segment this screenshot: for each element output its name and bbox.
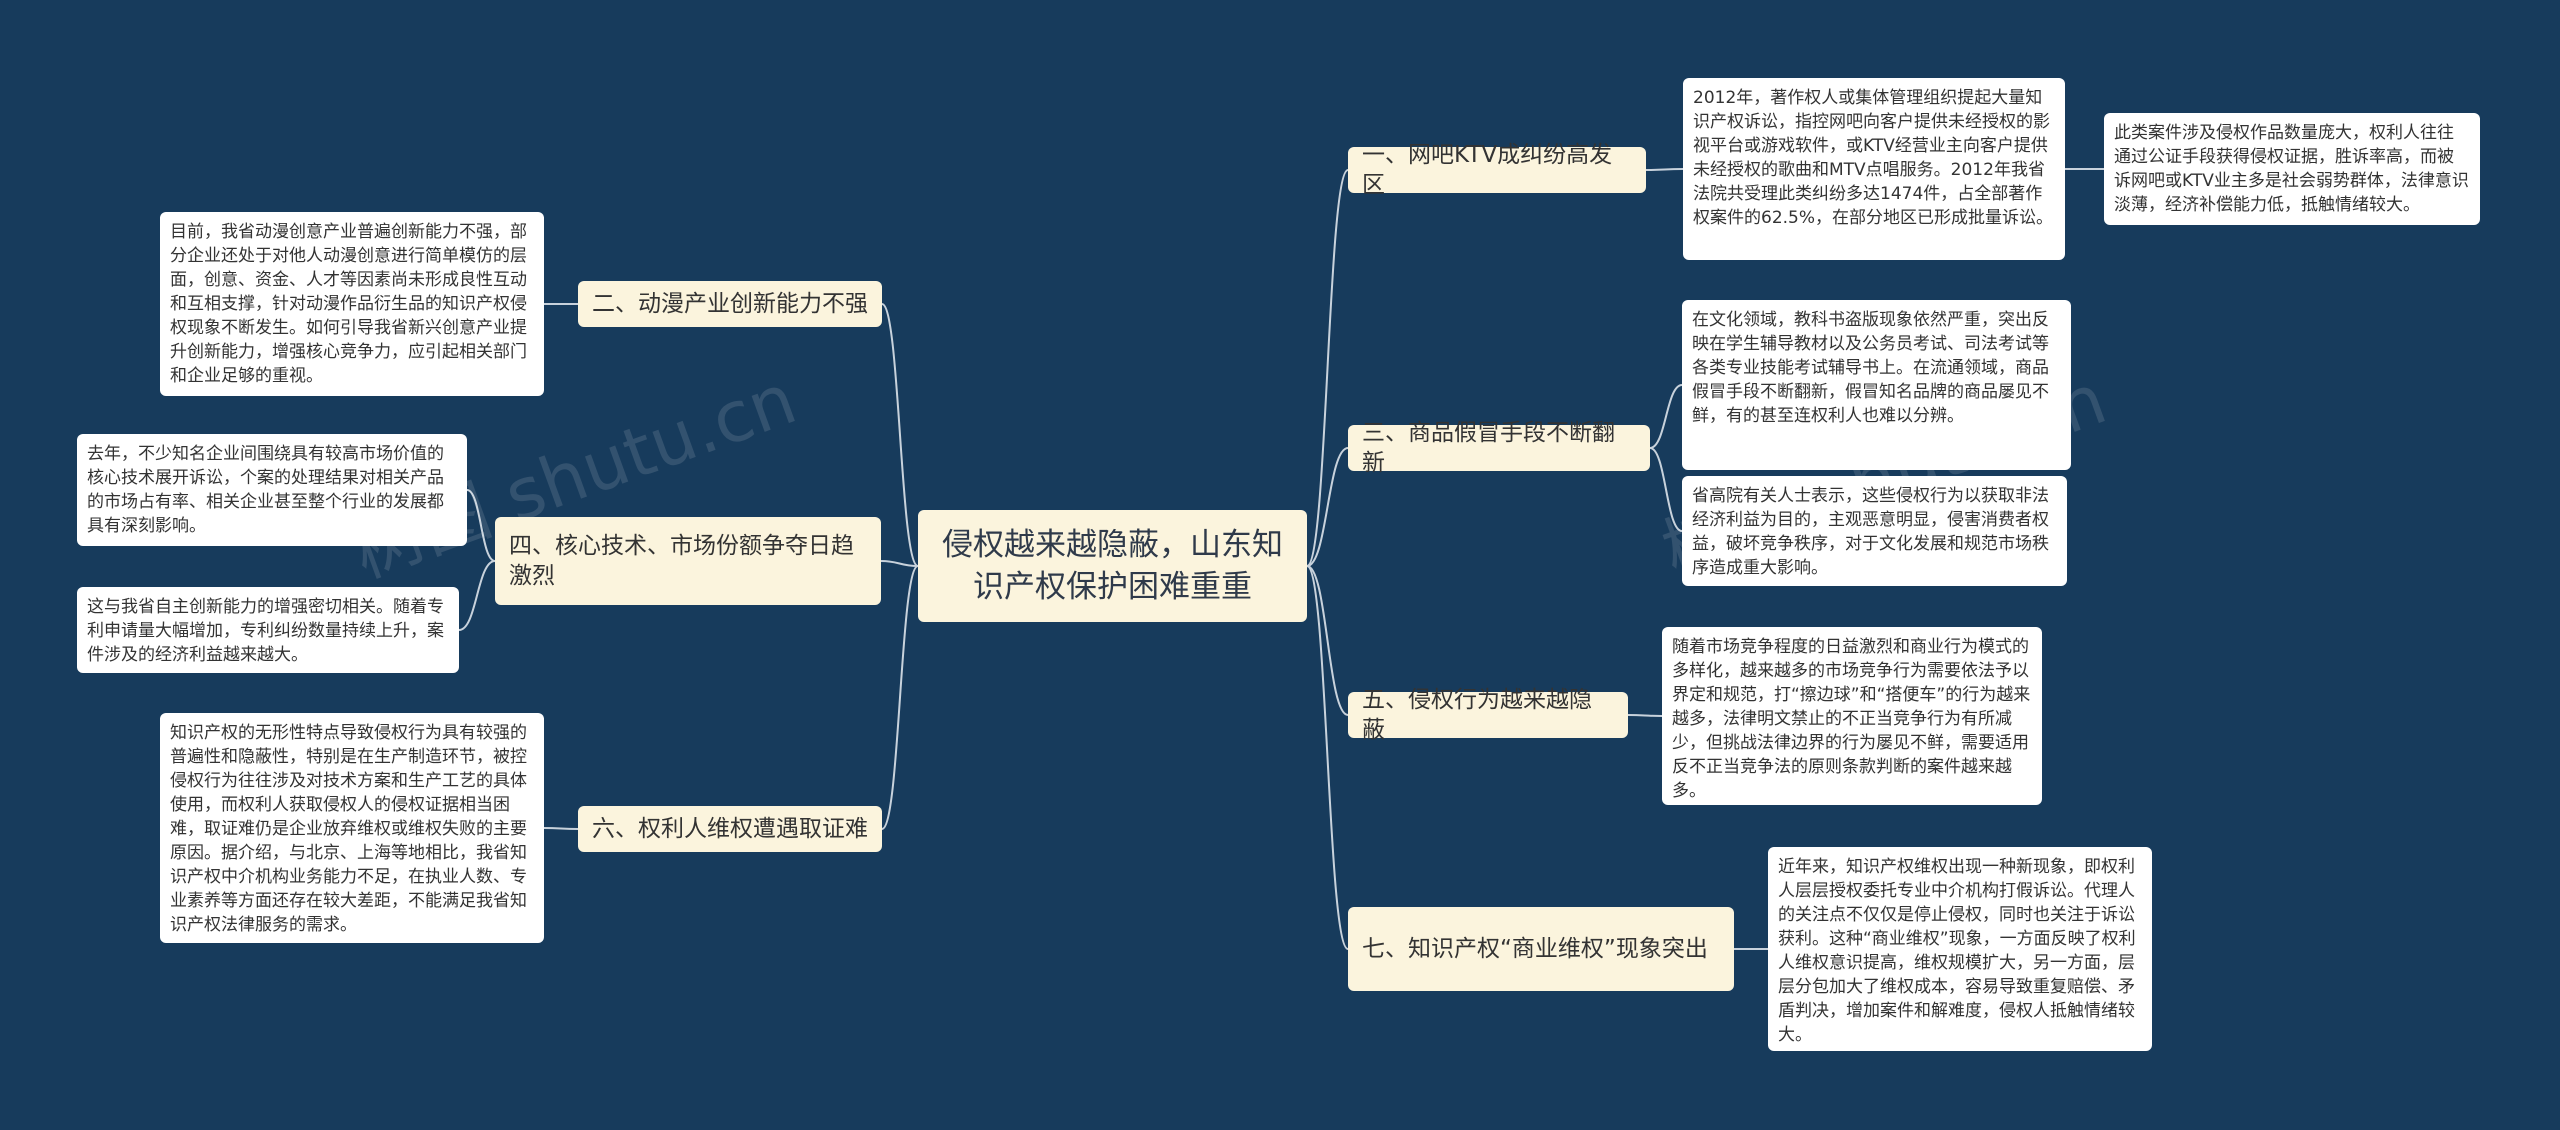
branch-internet-cafe-ktv[interactable]: 一、网吧KTV成纠纷高发区	[1348, 142, 1646, 198]
leaf-b6-detail: 知识产权的无形性特点导致侵权行为具有较强的普遍性和隐蔽性，特别是在生产制造环节，…	[160, 713, 544, 943]
leaf-b7-detail: 近年来，知识产权维权出现一种新现象，即权利人层层授权委托专业中介机构打假诉讼。代…	[1768, 847, 2152, 1051]
leaf-b3-analysis: 省高院有关人士表示，这些侵权行为以获取非法经济利益为目的，主观恶意明显，侵害消费…	[1682, 476, 2067, 586]
connector-center-b4	[880, 560, 919, 567]
connector-b6-l6_1	[543, 827, 579, 830]
connector-center-b3	[1306, 447, 1349, 567]
leaf-b4-analysis: 这与我省自主创新能力的增强密切相关。随着专利申请量大幅增加，专利纠纷数量持续上升…	[77, 587, 459, 673]
leaf-b3-detail: 在文化领域，教科书盗版现象依然严重，突出反映在学生辅导教材以及公务员考试、司法考…	[1682, 300, 2071, 470]
branch-commercial-enforcement[interactable]: 七、知识产权“商业维权”现象突出	[1348, 907, 1734, 991]
leaf-b5-detail: 随着市场竞争程度的日益激烈和商业行为模式的多样化，越来越多的市场竞争行为需要依法…	[1662, 627, 2042, 805]
leaf-b1-analysis: 此类案件涉及侵权作品数量庞大，权利人往往通过公证手段获得侵权证据，胜诉率高，而被…	[2104, 113, 2480, 225]
branch-core-technology[interactable]: 四、核心技术、市场份额争夺日趋激烈	[495, 517, 881, 605]
leaf-b4-detail: 去年，不少知名企业间围绕具有较高市场价值的核心技术展开诉讼，个案的处理结果对相关…	[77, 434, 467, 546]
branch-animation-innovation[interactable]: 二、动漫产业创新能力不强	[578, 281, 882, 327]
connector-b5-l5_1	[1627, 714, 1663, 717]
connector-center-b7	[1306, 565, 1349, 950]
connector-center-b5	[1306, 565, 1349, 716]
leaf-b1-detail: 2012年，著作权人或集体管理组织提起大量知识产权诉讼，指控网吧向客户提供未经授…	[1683, 78, 2065, 260]
branch-evidence-difficulty[interactable]: 六、权利人维权遭遇取证难	[578, 806, 882, 852]
connector-center-b6	[881, 565, 919, 830]
connector-b4-l4_2	[458, 560, 496, 631]
connector-b1-l1_1	[1645, 168, 1684, 171]
connector-b3-l3_1	[1649, 384, 1683, 449]
leaf-b2-detail: 目前，我省动漫创意产业普遍创新能力不强，部分企业还处于对他人动漫创意进行简单模仿…	[160, 212, 544, 396]
branch-infringement-hidden[interactable]: 五、侵权行为越来越隐蔽	[1348, 687, 1628, 743]
central-topic[interactable]: 侵权越来越隐蔽，山东知识产权保护困难重重	[918, 510, 1307, 622]
connector-center-b1	[1306, 169, 1349, 567]
branch-counterfeit-goods[interactable]: 三、商品假冒手段不断翻新	[1348, 420, 1650, 476]
connector-center-b2	[881, 303, 919, 567]
